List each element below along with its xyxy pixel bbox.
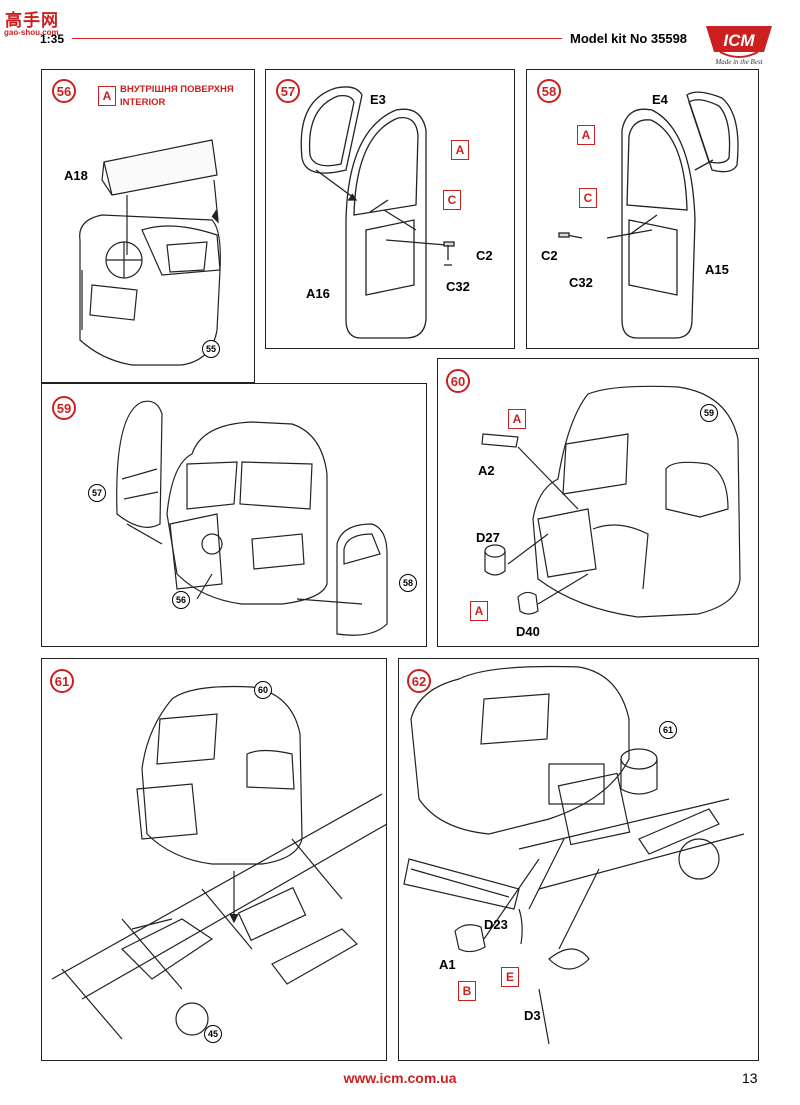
step-57-panel: 57 E3 A C C2 C32 A16 <box>265 69 515 349</box>
ref-55: 55 <box>202 340 220 358</box>
header-rule <box>72 38 562 39</box>
paint-code-a: A <box>451 140 469 160</box>
logo-text: ICM <box>723 31 755 50</box>
step-62-number: 62 <box>407 669 431 693</box>
step-59-panel: 59 57 58 56 <box>41 383 427 647</box>
ref-57: 57 <box>88 484 106 502</box>
cab-doors-assembly-drawing <box>116 400 388 636</box>
scale-label: 1:35 <box>40 32 65 46</box>
step-58-panel: 58 E4 A C C2 C32 A15 <box>526 69 759 349</box>
step-59-number: 59 <box>52 396 76 420</box>
part-d40: D40 <box>516 624 540 639</box>
part-a1: A1 <box>439 957 456 972</box>
step-60-panel: 60 59 A A2 D27 A D40 <box>437 358 759 647</box>
step-56-number: 56 <box>52 79 76 103</box>
interior-note-ua: ВНУТРІШНЯ ПОВЕРХНЯ <box>120 84 234 95</box>
logo-tagline: Made in the Best <box>714 58 763 66</box>
part-a2: A2 <box>478 463 495 478</box>
part-d27: D27 <box>476 530 500 545</box>
paint-code-a: A <box>470 601 488 621</box>
ref-56: 56 <box>172 591 190 609</box>
paint-code-a: A <box>98 86 116 106</box>
icm-logo: ICM Made in the Best <box>700 22 778 66</box>
interior-note-en: INTERIOR <box>120 97 166 108</box>
part-e3: E3 <box>370 92 386 107</box>
part-c2: C2 <box>476 248 493 263</box>
ref-60: 60 <box>254 681 272 699</box>
ref-45: 45 <box>204 1025 222 1043</box>
step-62-panel: 62 61 A1 B D23 E D3 <box>398 658 759 1061</box>
part-c32: C32 <box>446 279 470 294</box>
cab-accessories-drawing <box>481 385 741 618</box>
paint-code-c: C <box>443 190 461 210</box>
left-door-drawing <box>300 86 455 339</box>
part-a16: A16 <box>306 286 330 301</box>
page-number: 13 <box>742 1070 758 1086</box>
ref-58: 58 <box>399 574 417 592</box>
part-c32: C32 <box>569 275 593 290</box>
part-a18: A18 <box>64 168 88 183</box>
cab-on-chassis-drawing <box>51 685 388 1040</box>
part-c2: C2 <box>541 248 558 263</box>
right-door-drawing <box>558 91 739 339</box>
paint-code-a: A <box>508 409 526 429</box>
paint-code-a: A <box>577 125 595 145</box>
part-d23: D23 <box>484 917 508 932</box>
step-61-number: 61 <box>50 669 74 693</box>
part-e4: E4 <box>652 92 668 107</box>
step-60-number: 60 <box>446 369 470 393</box>
paint-code-b: B <box>458 981 476 1001</box>
step-57-number: 57 <box>276 79 300 103</box>
watermark-cjk: 高手网 <box>5 11 59 31</box>
engine-installation-drawing <box>403 665 745 1045</box>
footer-url[interactable]: www.icm.com.ua <box>343 1070 457 1086</box>
ref-61: 61 <box>659 721 677 739</box>
model-kit-number: Model kit No 35598 <box>570 31 688 46</box>
part-d3: D3 <box>524 1008 541 1023</box>
part-a15: A15 <box>705 262 729 277</box>
ref-59: 59 <box>700 404 718 422</box>
step-61-panel: 61 60 45 <box>41 658 388 1061</box>
step-56-panel: 56 A ВНУТРІШНЯ ПОВЕРХНЯ INTERIOR A18 55 <box>41 69 255 383</box>
paint-code-e: E <box>501 967 519 987</box>
cab-interior-drawing <box>79 139 221 366</box>
watermark-url: gao-shou.com <box>4 28 59 37</box>
step-58-number: 58 <box>537 79 561 103</box>
paint-code-c: C <box>579 188 597 208</box>
